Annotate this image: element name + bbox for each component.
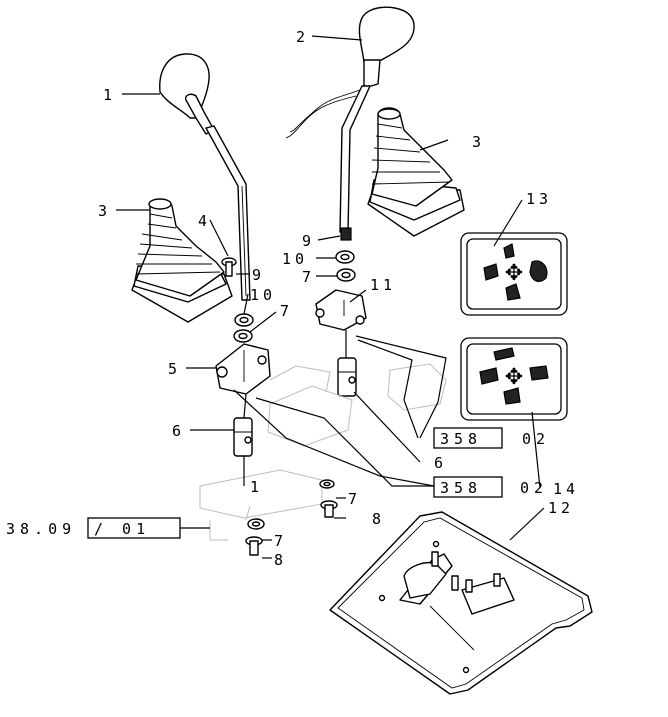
ref-358-upper-tail: 02 [522,430,550,448]
callout-12: 12 [548,499,574,517]
callout-10-left: 10 [250,286,276,304]
bracket-5 [215,343,271,395]
joystick-left [159,53,251,301]
callout-14: 14 [553,480,579,498]
callout-1: 1 [103,86,116,104]
washers-right [335,250,356,282]
callout-6-right: 6 [434,454,447,472]
callout-2: 2 [296,28,309,46]
svg-text:✥: ✥ [505,365,523,390]
callout-1-block: 1 [250,478,263,496]
callout-3-left: 3 [98,202,111,220]
callout-8-lower: 8 [274,551,287,569]
reference-38-09: 38.09 / 01 [6,517,181,539]
callout-10-right: 10 [282,250,308,268]
callout-13: 13 [526,190,552,208]
callout-4: 4 [198,212,211,230]
universal-joint-right [337,357,357,397]
decal-14: ✥ [460,337,568,421]
ref-358-lower-box: 358 [440,479,482,497]
ref-358-upper-box: 358 [440,430,482,448]
ref-38-09-box: / 01 [94,520,150,538]
callout-3-right: 3 [472,133,485,151]
callout-7-lower: 7 [274,532,287,550]
callout-11: 11 [370,276,396,294]
callout-9-right: 9 [302,232,315,250]
callout-5: 5 [168,360,181,378]
reference-358-lower: 358 02 [433,476,548,498]
callout-8-center: 8 [372,510,385,528]
washer-bolt-center [319,479,338,518]
floor-plate-12 [329,511,593,695]
ref-38-09-lead: 38.09 [6,520,76,538]
ref-358-lower-tail: 02 [520,479,548,497]
callout-7-right: 7 [302,268,315,286]
callout-7-center: 7 [348,490,361,508]
universal-joint-left [233,417,253,457]
rubber-boot-left [131,198,233,323]
callout-9-left: 9 [252,266,265,284]
bolt-4 [221,257,237,277]
leader-lines [116,35,545,559]
callout-7-left: 7 [280,302,293,320]
rubber-boot-right [367,107,465,237]
callout-6-left: 6 [172,422,185,440]
washers-left [233,313,254,343]
washer-bolt-lower [245,518,265,556]
reference-358-upper: 358 02 [433,427,550,449]
svg-text:✥: ✥ [505,261,523,286]
joystick-right [285,6,415,241]
decal-13: ✥ [460,232,568,316]
callouts: 1 2 3 3 4 9 10 7 9 10 7 11 5 6 6 13 14 1… [98,28,579,569]
